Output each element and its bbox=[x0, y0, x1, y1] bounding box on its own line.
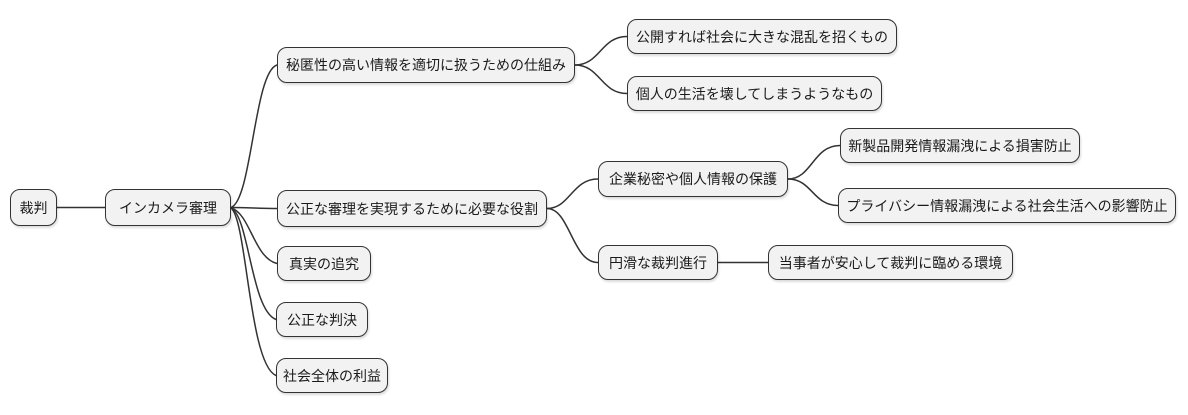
node-secret-protection: 企業秘密や個人情報の保護 bbox=[598, 161, 788, 197]
node-fair-verdict: 公正な判決 bbox=[276, 302, 368, 337]
node-trial: 裁判 bbox=[10, 189, 57, 226]
node-damage-prevention: 新製品開発情報漏洩による損害防止 bbox=[840, 128, 1080, 163]
node-fair-hearing-role: 公正な審理を実現するために必要な役割 bbox=[277, 190, 547, 227]
edge-incamera-verdict bbox=[230, 207, 277, 321]
edge-mechanism-chaos bbox=[574, 35, 628, 66]
edge-role-protection bbox=[546, 178, 599, 210]
edge-incamera-society bbox=[230, 207, 277, 377]
node-social-chaos: 公開すれば社会に大きな混乱を招くもの bbox=[627, 19, 897, 54]
edge-incamera-role bbox=[230, 206, 278, 210]
node-privacy-impact: プライバシー情報漏洩による社会生活への影響防止 bbox=[838, 188, 1176, 223]
node-personal-life: 個人の生活を壊してしまうようなもの bbox=[627, 76, 882, 111]
node-smooth-proceedings: 円滑な裁判進行 bbox=[598, 245, 718, 280]
node-society-benefit: 社会全体の利益 bbox=[276, 358, 388, 393]
node-in-camera-review: インカメラ審理 bbox=[105, 189, 231, 226]
node-truth-pursuit: 真実の追究 bbox=[277, 246, 371, 281]
edge-protection-damage bbox=[787, 144, 841, 180]
node-confidential-mechanism: 秘匿性の高い情報を適切に扱うための仕組み bbox=[277, 47, 575, 83]
edge-role-smooth bbox=[546, 207, 599, 264]
node-secure-environment: 当事者が安心して裁判に臨める環境 bbox=[768, 245, 1013, 280]
edge-incamera-truth bbox=[230, 207, 278, 265]
edge-protection-privacy bbox=[787, 178, 839, 207]
edge-mechanism-personal bbox=[574, 64, 628, 95]
edge-incamera-mechanism bbox=[230, 64, 278, 209]
